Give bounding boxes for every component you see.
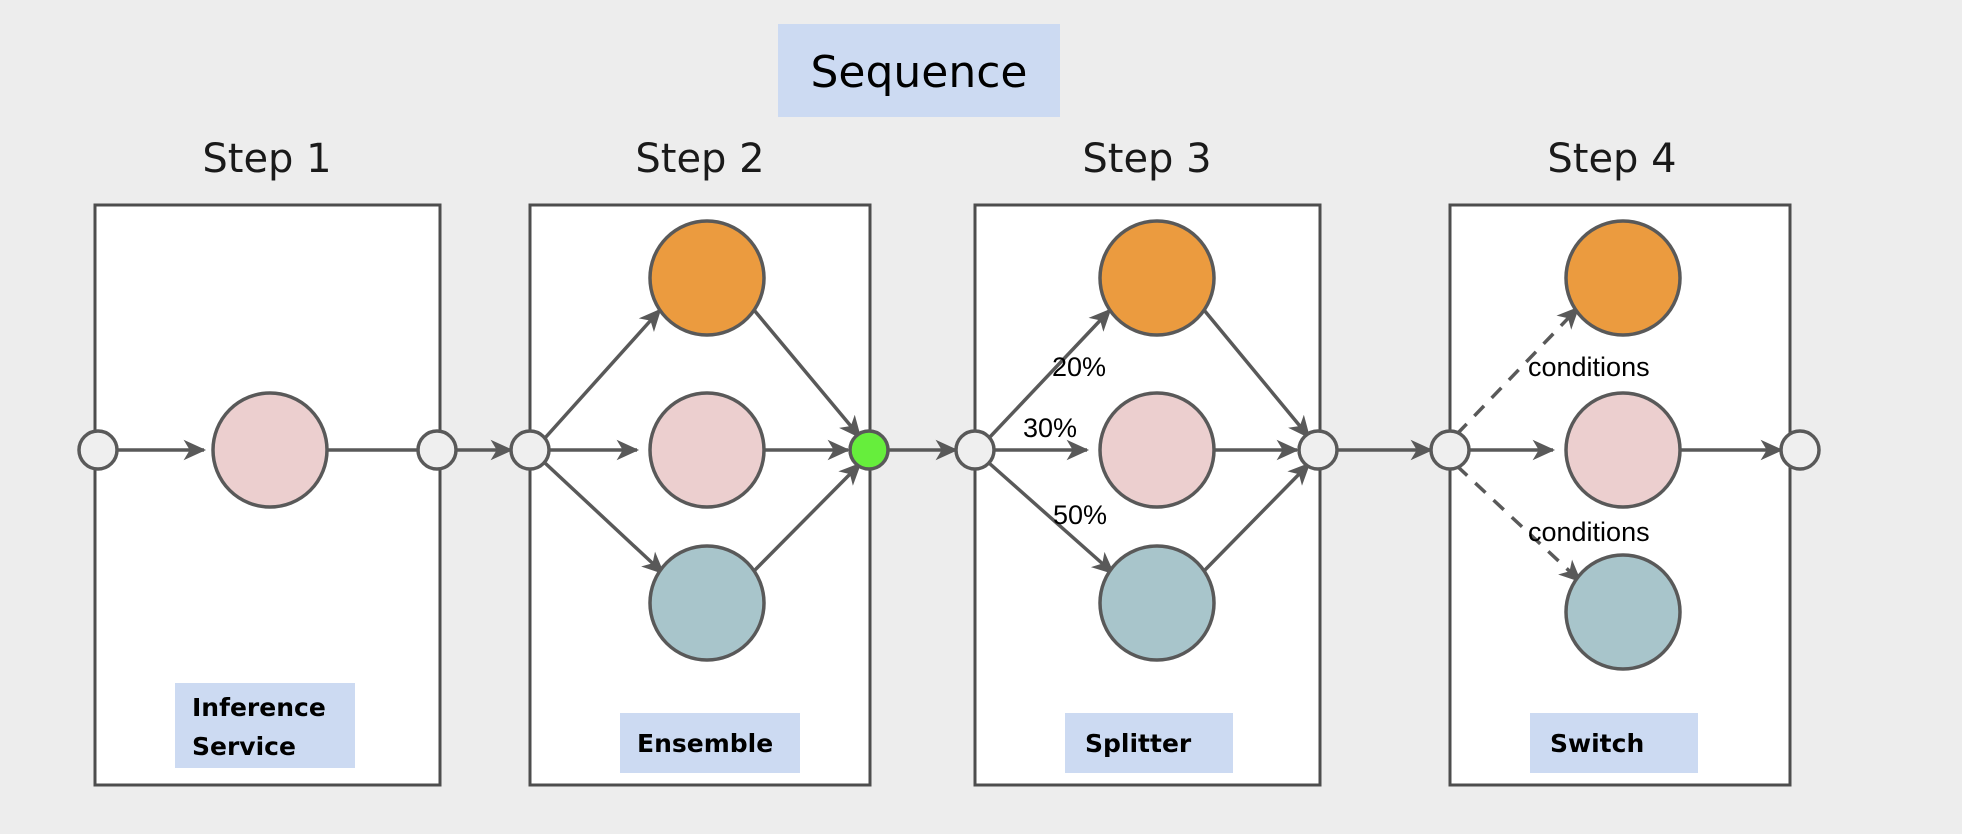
step-2-branch-node-top[interactable] <box>648 219 766 337</box>
title-label: Sequence <box>810 47 1027 98</box>
step-4-input-connector[interactable] <box>1429 429 1471 471</box>
edge-label-conditions-top: conditions <box>1528 352 1650 382</box>
step-3-input-connector[interactable] <box>954 429 996 471</box>
step-2-tag-label: Ensemble <box>637 729 773 758</box>
edge-switch-in-to-top <box>1455 306 1580 436</box>
step-2-branch-node-middle[interactable] <box>648 391 766 509</box>
diagram-title: Sequence <box>778 24 1060 117</box>
step-4-tag-label: Switch <box>1550 729 1644 758</box>
step-3-tag-label: Splitter <box>1085 729 1192 758</box>
edge-label-20-percent: 20% <box>1052 352 1106 382</box>
step-3-split-node-top[interactable] <box>1098 219 1216 337</box>
step-4-tag-box <box>1530 713 1698 773</box>
step-1-heading: Step 1 <box>202 136 331 182</box>
edge-split-top-to-out <box>1202 308 1311 439</box>
edge-label-30-percent: 30% <box>1023 413 1077 443</box>
step-4-output-connector[interactable] <box>1779 429 1821 471</box>
edge-split-in-to-top <box>987 308 1112 440</box>
step-1-tag-line-1: Inference <box>192 693 326 722</box>
step-3-split-node-bottom[interactable] <box>1098 544 1216 662</box>
edge-label-50-percent: 50% <box>1053 500 1107 530</box>
step-2-branch-node-bottom[interactable] <box>648 544 766 662</box>
step-3-edges <box>987 308 1434 575</box>
step-2-tag-box <box>620 713 800 773</box>
edge-branch-top-to-merge <box>752 308 862 439</box>
edge-switch-in-to-bottom <box>1455 464 1582 583</box>
step-2-tag[interactable]: Ensemble <box>620 713 800 773</box>
edge-in-to-branch-top <box>543 308 662 440</box>
step-1-model-node[interactable] <box>211 391 329 509</box>
edge-split-in-to-bottom <box>987 461 1115 575</box>
edge-split-bottom-to-out <box>1200 462 1311 575</box>
step-4-switch-node-middle[interactable] <box>1564 391 1682 509</box>
step-2-edges <box>543 308 959 575</box>
step-3-split-node-middle[interactable] <box>1098 391 1216 509</box>
step-4-switch-node-bottom[interactable] <box>1564 553 1682 671</box>
step-1-tag[interactable]: Inference Service <box>175 683 355 768</box>
step-4-switch-node-top[interactable] <box>1564 219 1682 337</box>
step-2-merge-node[interactable] <box>848 429 890 471</box>
step-4-edges <box>1455 306 1784 583</box>
step-2-input-connector[interactable] <box>509 429 551 471</box>
edge-label-conditions-bottom: conditions <box>1528 517 1650 547</box>
title-box <box>778 24 1060 117</box>
step-3-heading: Step 3 <box>1082 136 1211 182</box>
step-3-tag[interactable]: Splitter <box>1065 713 1233 773</box>
step-4-heading: Step 4 <box>1547 136 1676 182</box>
step-1-tag-line-2: Service <box>192 732 296 761</box>
step-3-output-connector[interactable] <box>1297 429 1339 471</box>
step-3-tag-box <box>1065 713 1233 773</box>
edge-in-to-branch-bottom <box>543 461 665 575</box>
step-4-tag[interactable]: Switch <box>1530 713 1698 773</box>
edge-branch-bottom-to-merge <box>750 462 862 575</box>
step-1-output-connector[interactable] <box>416 429 458 471</box>
step-1-input-connector[interactable] <box>77 429 119 471</box>
step-2-heading: Step 2 <box>635 136 764 182</box>
step-1-tag-box <box>175 683 355 768</box>
